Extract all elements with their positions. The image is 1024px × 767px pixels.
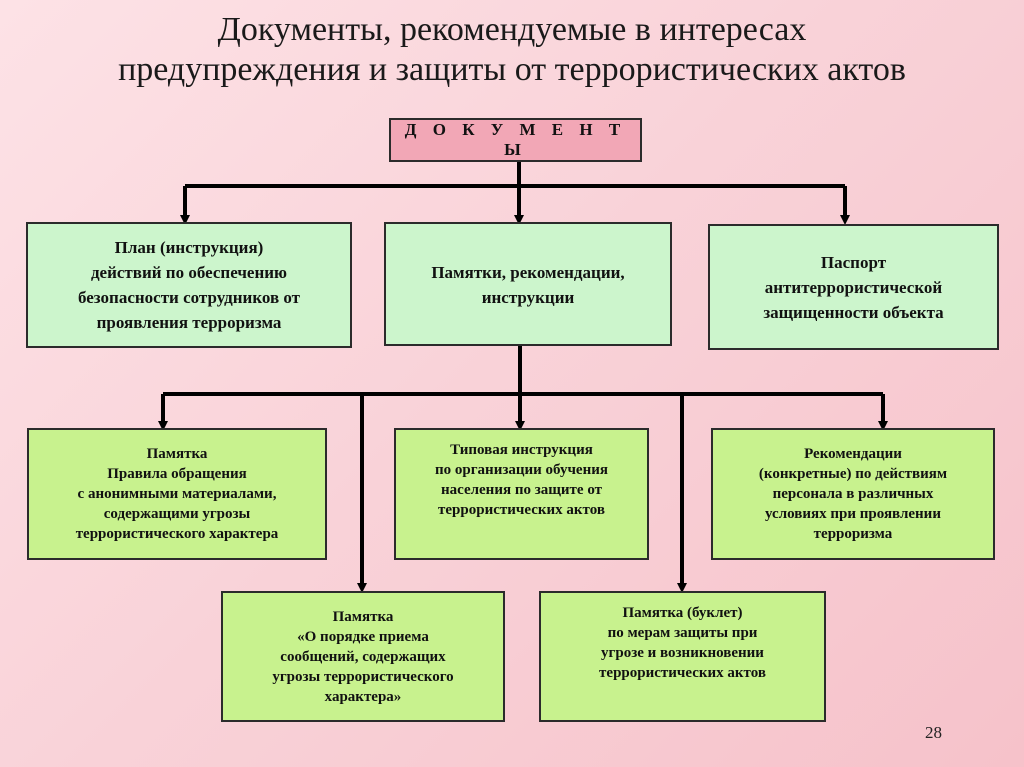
tipovaya-instrukciya-node-text: Типовая инструкция по организации обучен…: [435, 440, 608, 520]
pamyatki-node: Памятки, рекомендации, инструкции: [384, 222, 672, 346]
pasport-node-text: Паспорт антитеррористической защищенност…: [763, 250, 943, 325]
node-line: действий по обеспечению: [90, 263, 288, 282]
pamyatka-anonymous-node: Памятка Правила обращения с анонимными м…: [27, 428, 327, 560]
node-line: сообщений, содержащих: [280, 648, 446, 665]
node-line: безопасности сотрудников от: [77, 288, 301, 307]
rekomendacii-node: Рекомендации (конкретные) по действиям п…: [711, 428, 995, 560]
node-line: Правила обращения: [107, 466, 247, 482]
page-number: 28: [925, 723, 942, 742]
node-line: Паспорт: [820, 252, 887, 272]
plan-node: План (инструкция) действий по обеспечени…: [26, 222, 352, 348]
node-line: Памятка (буклет): [622, 605, 743, 621]
plan-node-text: План (инструкция) действий по обеспечени…: [78, 235, 300, 335]
node-line: населения по защите от: [440, 482, 603, 498]
node-line: террористических актов: [599, 665, 766, 681]
node-line: Рекомендации: [804, 446, 902, 462]
node-line: персонала в различных: [772, 486, 934, 502]
node-line: «О порядке приема: [297, 628, 429, 645]
node-line: террористического характера: [75, 526, 279, 542]
node-line: по организации обучения: [435, 462, 608, 478]
node-line: защищенности объекта: [763, 302, 944, 322]
node-line: с анонимными материалами,: [77, 486, 277, 502]
pamyatka-buklet-node-text: Памятка (буклет) по мерам защиты при угр…: [599, 603, 766, 683]
node-line: антитеррористической: [764, 277, 943, 297]
documents-root-node: Д О К У М Е Н Т Ы: [389, 118, 642, 162]
node-line: Типовая инструкция: [450, 442, 593, 458]
node-line: (конкретные) по действиям: [758, 466, 948, 482]
node-line: угрозе и возникновении: [601, 645, 764, 661]
node-line: проявления терроризма: [96, 313, 282, 332]
node-line: План (инструкция): [114, 238, 264, 257]
title-line-1: Документы, рекомендуемые в интересах: [217, 11, 807, 48]
node-line: Памятки, рекомендации,: [431, 263, 625, 282]
node-line: инструкции: [481, 288, 575, 307]
rekomendacii-node-text: Рекомендации (конкретные) по действиям п…: [759, 444, 947, 544]
tipovaya-instrukciya-node: Типовая инструкция по организации обучен…: [394, 428, 649, 560]
node-line: характера»: [324, 688, 402, 705]
node-line: по мерам защиты при: [607, 625, 758, 641]
node-line: терроризма: [813, 526, 893, 542]
node-line: содержащими угрозы: [103, 506, 251, 522]
pamyatka-poryadok-node: Памятка «О порядке приема сообщений, сод…: [221, 591, 505, 722]
node-line: террористических актов: [438, 502, 605, 518]
node-line: Памятка: [146, 446, 208, 462]
node-line: угрозы террористического: [272, 668, 454, 685]
page-title: Документы, рекомендуемые в интересах пре…: [0, 10, 1024, 90]
pamyatka-poryadok-node-text: Памятка «О порядке приема сообщений, сод…: [272, 607, 453, 707]
pamyatki-node-text: Памятки, рекомендации, инструкции: [431, 260, 624, 310]
node-line: условиях при проявлении: [765, 506, 941, 522]
title-line-2: предупреждения и защиты от террористичес…: [118, 51, 906, 88]
pasport-node: Паспорт антитеррористической защищенност…: [708, 224, 999, 350]
node-line: Памятка: [332, 608, 394, 625]
pamyatka-buklet-node: Памятка (буклет) по мерам защиты при угр…: [539, 591, 826, 722]
pamyatka-anonymous-node-text: Памятка Правила обращения с анонимными м…: [76, 444, 279, 544]
documents-root-label: Д О К У М Е Н Т Ы: [404, 120, 627, 159]
